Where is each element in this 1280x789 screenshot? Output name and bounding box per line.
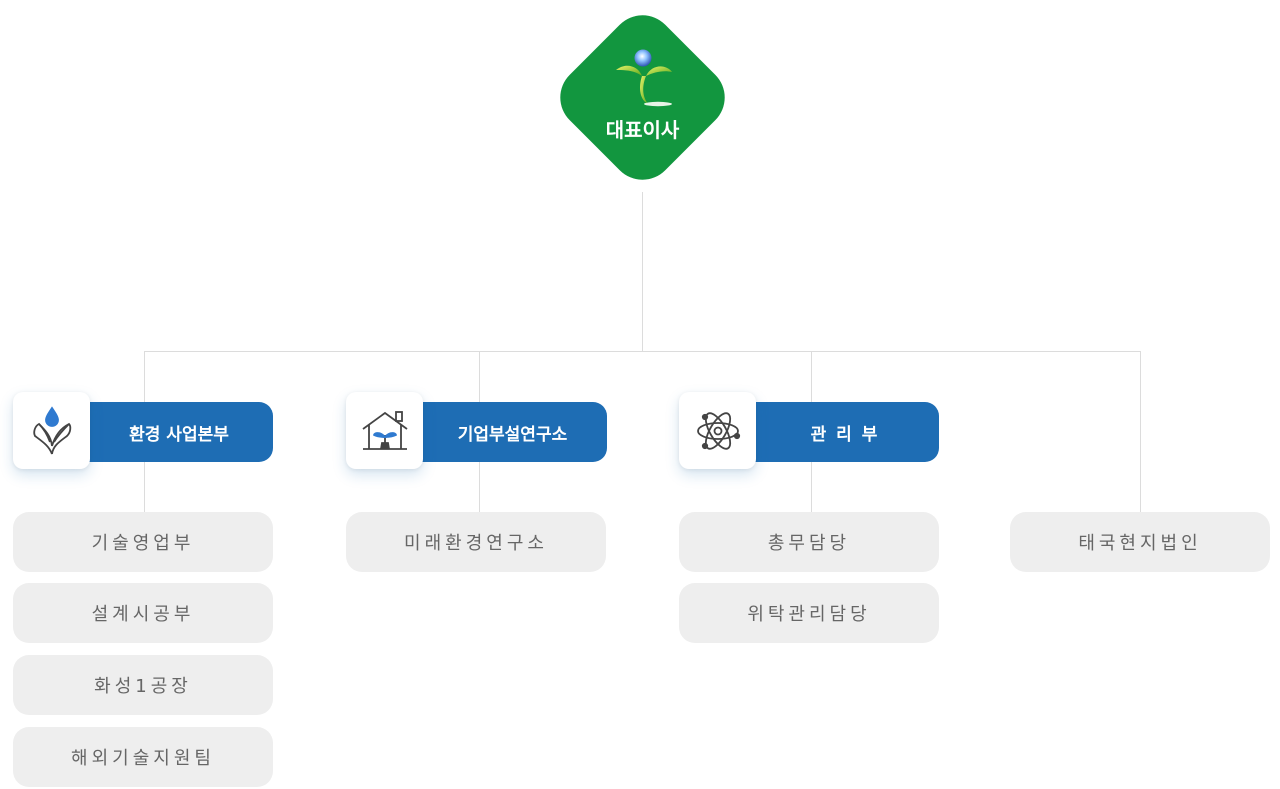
dept-research-icon-box — [346, 392, 423, 469]
connector-horizontal — [144, 351, 1141, 352]
dept-research: 기업부설연구소 — [346, 392, 607, 470]
greenhouse-sprout-icon — [361, 410, 408, 450]
sprout-logo-icon — [615, 49, 672, 106]
subunit-thailand-branch: 태국현지법인 — [1010, 512, 1270, 572]
subunit-tech-sales: 기술영업부 — [13, 512, 273, 572]
dept-research-label: 기업부설연구소 — [418, 402, 607, 462]
dept-admin-icon-box — [679, 392, 756, 469]
ceo-node: 대표이사 — [547, 2, 738, 193]
atom-icon — [696, 411, 740, 450]
dept-environment: 환경 사업본부 — [13, 392, 273, 470]
subunit-hwaseong-plant: 화성1공장 — [13, 655, 273, 715]
leaf-drop-icon — [32, 405, 71, 454]
dept-environment-label: 환경 사업본부 — [85, 402, 273, 462]
connector-ceo-down — [642, 192, 643, 352]
dept-admin-label: 관 리 부 — [751, 402, 939, 462]
subunit-general-affairs: 총무담당 — [679, 512, 939, 572]
ceo-title: 대표이사 — [605, 117, 680, 142]
subunit-design-construction: 설계시공부 — [13, 583, 273, 643]
subunit-overseas-support: 해외기술지원팀 — [13, 727, 273, 787]
dept-admin: 관 리 부 — [679, 392, 939, 470]
subunit-consignment-mgmt: 위탁관리담당 — [679, 583, 939, 643]
connector-thai — [1140, 351, 1141, 513]
dept-environment-icon-box — [13, 392, 90, 469]
subunit-future-env-lab: 미래환경연구소 — [346, 512, 606, 572]
